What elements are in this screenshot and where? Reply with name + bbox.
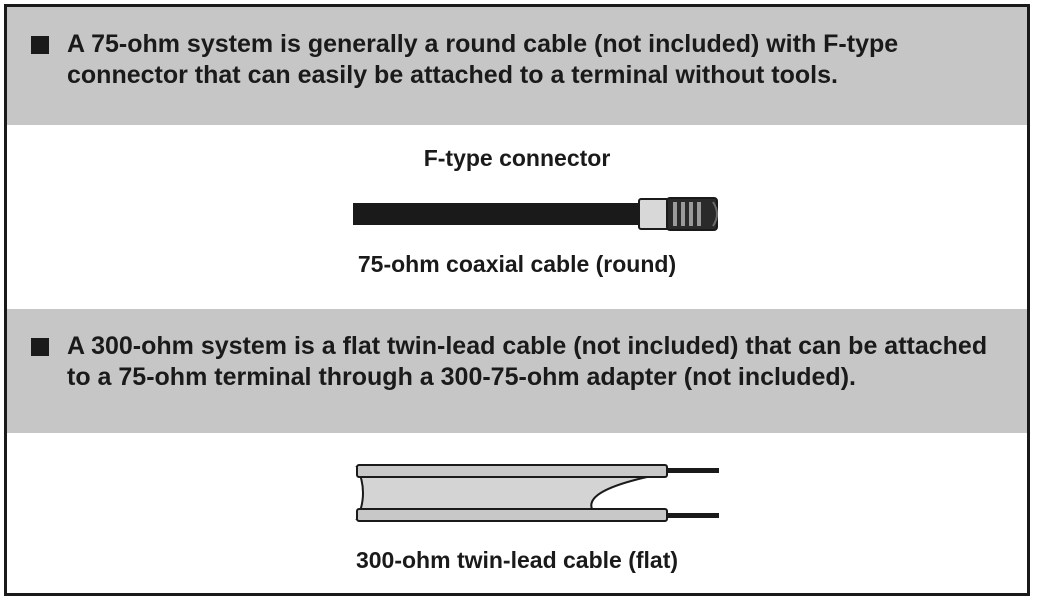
f-connector-sleeve [638, 198, 670, 230]
bullet-text-75-ohm: A 75-ohm system is generally a round cab… [67, 30, 899, 89]
twin-lead-bottom-wire [667, 513, 719, 518]
caption-coaxial-cable: 75-ohm coaxial cable (round) [357, 251, 677, 277]
bullet-item-300-ohm: A 300-ohm system is a flat twin-lead cab… [31, 331, 991, 393]
caption-f-type-connector: F-type connector [423, 145, 611, 171]
twin-lead-cable-icon [355, 464, 719, 522]
bullet-band-300-ohm: A 300-ohm system is a flat twin-lead cab… [7, 309, 1027, 433]
document-panel: A 75-ohm system is generally a round cab… [4, 4, 1030, 596]
coax-cable-body [353, 203, 643, 225]
square-bullet-icon [31, 36, 49, 54]
twin-lead-top-conductor [356, 464, 668, 478]
twin-lead-top-wire [667, 468, 719, 473]
bullet-band-75-ohm: A 75-ohm system is generally a round cab… [7, 7, 1027, 125]
coaxial-cable-icon [353, 197, 718, 231]
caption-twin-lead-cable: 300-ohm twin-lead cable (flat) [355, 547, 679, 573]
square-bullet-icon [31, 338, 49, 356]
bullet-item-75-ohm: A 75-ohm system is generally a round cab… [31, 29, 991, 91]
twin-lead-bottom-conductor [356, 508, 668, 522]
bullet-text-300-ohm: A 300-ohm system is a flat twin-lead cab… [67, 332, 988, 391]
